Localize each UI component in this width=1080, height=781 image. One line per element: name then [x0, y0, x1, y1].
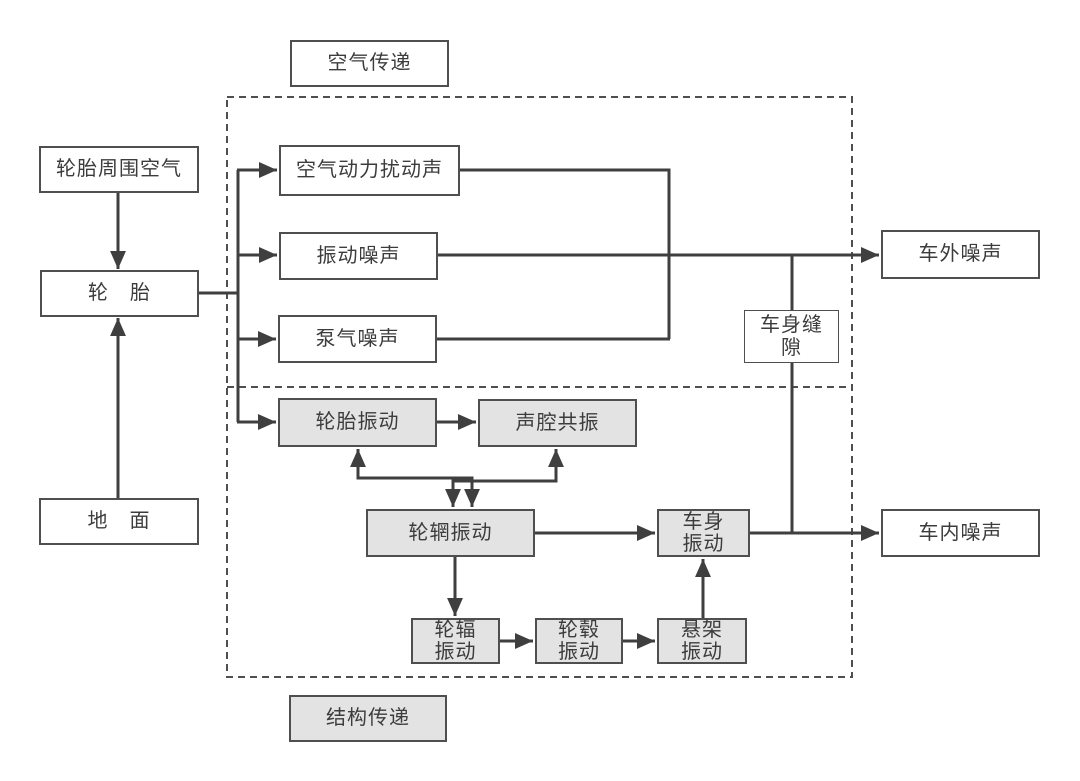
edge-cavity-rim-bidirectional [445, 449, 564, 507]
node-vibration-noise: 振动噪声 [279, 232, 438, 280]
edge-tire-vibration-rim-bidirectional [350, 449, 480, 507]
structure-transmission-label: 结构传递 [289, 695, 447, 742]
node-spoke-vibration: 轮辐 振动 [411, 618, 500, 664]
node-interior-noise: 车内噪声 [881, 509, 1040, 557]
node-suspension-vibration: 悬架 振动 [657, 618, 747, 664]
node-hub-vibration: 轮毂 振动 [535, 618, 623, 664]
node-tire-vibration: 轮胎振动 [278, 398, 437, 447]
edge-aero-noise-collector [460, 168, 671, 339]
node-body-vibration: 车身 振动 [657, 509, 750, 557]
node-exterior-noise: 车外噪声 [881, 230, 1040, 279]
node-aero-disturbance-noise: 空气动力扰动声 [279, 145, 460, 196]
node-cavity-resonance: 声腔共振 [478, 399, 637, 447]
node-tire-surrounding-air: 轮胎周围空气 [39, 146, 199, 193]
air-transmission-label: 空气传递 [290, 40, 449, 87]
node-tire: 轮 胎 [40, 270, 199, 317]
node-ground: 地 面 [39, 498, 199, 545]
node-rim-vibration: 轮辋振动 [366, 509, 535, 557]
node-pumping-noise: 泵气噪声 [278, 315, 437, 363]
node-body-gap: 车身缝 隙 [744, 310, 839, 363]
